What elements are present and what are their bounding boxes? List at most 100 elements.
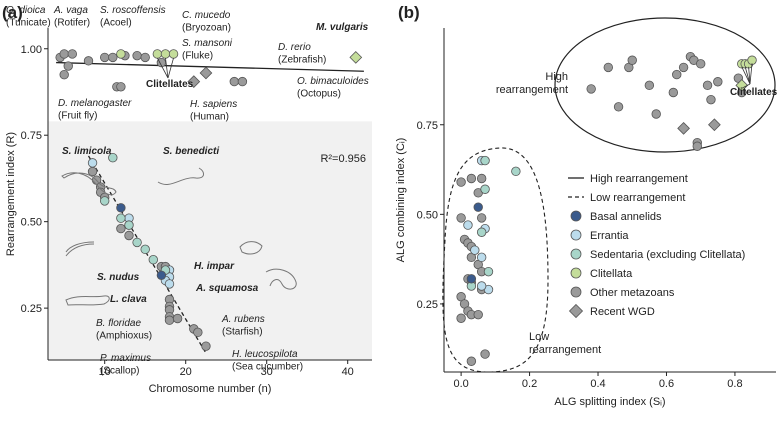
worm-illustration <box>65 241 95 257</box>
r2-label: R²=0.956 <box>320 153 366 165</box>
data-point <box>466 274 477 284</box>
legend-marker-swatch <box>570 229 582 241</box>
data-point <box>473 202 483 212</box>
species-label: S. nudus <box>97 272 140 283</box>
species-label: (Scallop) <box>100 366 139 377</box>
data-point <box>229 76 240 87</box>
clitellates-label: Clitellates <box>730 87 778 98</box>
low-rearrangement-label: Low <box>529 331 549 343</box>
legend-label: Clitellata <box>590 268 633 280</box>
data-point <box>613 102 624 112</box>
data-point <box>160 49 171 59</box>
low-rearrangement-fit-line <box>87 155 207 354</box>
label-leader-line <box>749 63 753 85</box>
data-point <box>470 245 480 255</box>
data-point <box>168 49 179 59</box>
label-leader-line <box>167 57 174 79</box>
y-axis-label: Rearrangement index (R) <box>5 132 17 256</box>
data-point <box>456 177 466 187</box>
worm-illustration <box>265 268 297 290</box>
species-label: (Rotifer) <box>54 18 90 29</box>
data-point <box>463 220 473 230</box>
data-point <box>511 166 521 177</box>
data-point <box>483 266 494 277</box>
data-point-diamond <box>677 121 690 135</box>
label-leader-line <box>165 57 169 79</box>
species-label: O. bimaculoides <box>297 76 369 87</box>
data-point <box>140 52 150 63</box>
data-point-diamond <box>187 75 201 88</box>
data-point <box>124 230 134 241</box>
legend-label: Basal annelids <box>590 211 662 223</box>
x-tick-label: 20 <box>180 366 192 378</box>
data-point <box>99 196 110 206</box>
species-label: A. vaga <box>53 5 88 16</box>
data-point <box>476 281 487 291</box>
species-label: D. melanogaster <box>58 98 132 109</box>
data-point <box>132 237 142 248</box>
species-label: A. squamosa <box>195 283 259 294</box>
x-tick-label: 0.4 <box>590 378 605 390</box>
species-label: H. sapiens <box>190 99 237 110</box>
legend-label: Other metazoans <box>590 287 675 299</box>
species-label: (Fluke) <box>182 51 213 62</box>
data-point <box>59 49 69 59</box>
data-point <box>476 213 487 223</box>
legend-label: Low rearrangement <box>590 192 685 204</box>
data-point <box>164 279 175 289</box>
data-point-diamond <box>349 51 363 64</box>
data-point <box>63 61 73 71</box>
species-label: Clitellates <box>146 79 194 90</box>
y-axis-label: ALG combining index (Cᵢ) <box>395 138 407 263</box>
x-tick-label: 10 <box>99 366 111 378</box>
data-point <box>108 52 118 63</box>
data-point <box>476 252 487 263</box>
worm-illustration <box>239 241 263 255</box>
label-leader-line <box>741 66 751 85</box>
species-label: (Tunicate) <box>6 18 51 29</box>
high-rearrangement-label: rearrangement <box>496 84 568 96</box>
panel-a-shaded-region <box>48 121 372 360</box>
species-label: S. roscoffensis <box>100 5 166 16</box>
data-point <box>156 270 167 280</box>
data-point <box>87 158 98 168</box>
x-tick-label: 0.0 <box>453 378 468 390</box>
data-point <box>59 69 69 80</box>
data-point <box>116 49 126 59</box>
data-point <box>456 313 466 323</box>
legend-label: Sedentaria (excluding Clitellata) <box>590 249 745 261</box>
data-point <box>476 173 487 184</box>
data-point <box>480 349 490 359</box>
data-point <box>713 77 723 87</box>
data-point <box>193 327 203 338</box>
data-point <box>473 309 483 320</box>
species-label: (Bryozoan) <box>182 23 231 34</box>
data-point <box>466 173 477 184</box>
data-point <box>668 87 679 98</box>
species-label: (Human) <box>190 112 229 123</box>
data-point <box>627 55 637 65</box>
panel-a-label: (a) <box>2 3 23 22</box>
label-leader-line <box>156 57 169 79</box>
worm-illustration <box>61 172 117 196</box>
x-tick-label: 30 <box>261 366 273 378</box>
data-point <box>99 52 110 63</box>
data-point <box>678 62 689 73</box>
species-label: P. maximus <box>100 353 151 364</box>
data-point <box>476 227 487 237</box>
y-tick-label: 1.00 <box>21 44 42 56</box>
data-point-diamond <box>735 78 749 92</box>
data-point <box>124 220 134 230</box>
x-tick-label: 0.8 <box>727 378 742 390</box>
data-point <box>172 313 183 324</box>
high-rearrangement-fit-line <box>56 61 364 72</box>
y-tick-label: 0.50 <box>21 217 42 229</box>
data-point-diamond <box>708 118 721 132</box>
data-point <box>456 213 466 223</box>
data-point <box>116 203 126 213</box>
data-point <box>140 244 150 255</box>
y-tick-label: 0.25 <box>21 303 42 315</box>
legend-label: Errantia <box>590 230 629 242</box>
